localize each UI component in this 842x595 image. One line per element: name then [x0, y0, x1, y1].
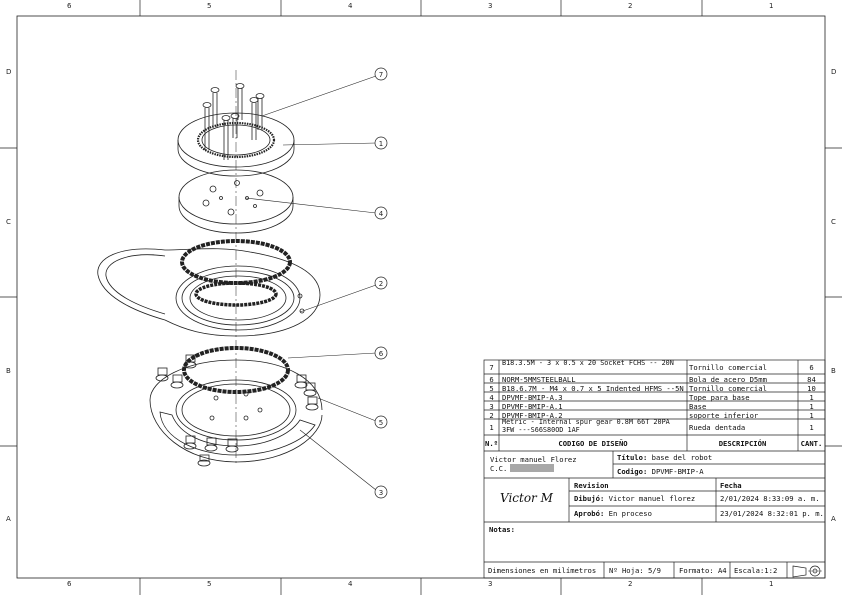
- bom-description: Bola de acero D5mm: [689, 375, 767, 384]
- scale-value: 1:2: [764, 566, 778, 575]
- bom-item-number: 7: [489, 363, 494, 372]
- bom-item-number: 3: [489, 402, 494, 411]
- bom-item-number: 6: [489, 375, 494, 384]
- zone-label-left: D: [6, 68, 12, 76]
- zone-label-top: 4: [348, 2, 353, 10]
- title-block-grid: [483, 359, 826, 579]
- bom-quantity: 10: [807, 384, 816, 393]
- bom-quantity: 6: [809, 363, 814, 372]
- zone-label-bottom: 6: [67, 580, 72, 588]
- bom-code: B18.6.7M - M4 x 0.7 x 5 Indented HFMS --…: [502, 384, 684, 393]
- bom-code: DPVMF-BMIP-A.2: [502, 411, 563, 420]
- zone-label-top: 1: [769, 2, 774, 10]
- zone-label-top: 6: [67, 2, 72, 10]
- balloons: [374, 67, 388, 499]
- lower-support: [97, 248, 321, 337]
- approval-status: En proceso: [608, 509, 652, 518]
- cc-label: C.C.: [490, 464, 508, 473]
- bom-quantity: 1: [809, 393, 814, 402]
- scale-label: Escala:: [734, 566, 765, 575]
- dibujo-label: Dibujó:: [574, 494, 605, 503]
- bom-code: Metric - Internal spur gear 0.8M 66T 20P…: [502, 419, 670, 434]
- bom-quantity: 1: [809, 411, 814, 420]
- format-label: Formato:: [679, 566, 714, 575]
- bom-header-quantity: CANT.: [800, 439, 823, 448]
- balloon-label: 3: [379, 489, 383, 497]
- balloon-label: 4: [379, 210, 384, 218]
- signature: Victor M: [500, 491, 553, 505]
- author-name: Victor manuel Florez: [490, 455, 577, 464]
- exploded-assembly: [97, 70, 377, 491]
- bom-code: NORM-5MMSTEELBALL: [502, 375, 576, 384]
- zone-label-bottom: 2: [628, 580, 633, 588]
- zone-label-left: A: [6, 515, 11, 523]
- zone-label-right: A: [831, 515, 836, 523]
- bom-code: DPVMF-BMIP-A.1: [502, 402, 563, 411]
- bom-code: B18.3.5M - 3 x 0.5 x 20 Socket FCHS -- 2…: [502, 360, 674, 367]
- bom-item-number: 2: [489, 411, 494, 420]
- drawn-by: Victor manuel florez: [608, 494, 696, 503]
- steel-ball-ring-upper: [180, 239, 292, 307]
- bom-header-code: CODIGO DE DISEÑO: [558, 439, 628, 448]
- socket-screws: [202, 83, 265, 160]
- drawn-date: 2/01/2024 8:33:09 a. m.: [720, 494, 820, 503]
- zone-label-top: 2: [628, 2, 633, 10]
- zone-label-top: 3: [488, 2, 493, 10]
- redacted-id: [510, 464, 554, 472]
- zone-label-right: C: [831, 218, 836, 226]
- zone-label-left: B: [6, 367, 11, 375]
- paper-format: A4: [717, 566, 727, 575]
- drawing-code: DPVMF-BMIP-A: [651, 467, 704, 476]
- spur-gear-ring: [177, 112, 295, 177]
- zone-label-right: D: [831, 68, 837, 76]
- bom-code: DPVMF-BMIP-A.3: [502, 393, 563, 402]
- notes-label: Notas:: [489, 525, 515, 534]
- base: [149, 359, 323, 463]
- bom-description: Tornillo comercial: [689, 363, 767, 372]
- bom-description: Tornillo comercial: [689, 384, 767, 393]
- steel-ball-ring-lower: [182, 346, 290, 394]
- titulo-label: Título:: [617, 453, 648, 462]
- bom-item-number: 5: [489, 384, 494, 393]
- bom-header-description: DESCRIPCIÓN: [718, 439, 767, 448]
- bom-quantity: 1: [809, 423, 814, 432]
- bom-quantity: 84: [807, 375, 816, 384]
- bom-description: Tope para base: [689, 393, 750, 402]
- zone-label-right: B: [831, 367, 836, 375]
- bom-header-number: N.º: [485, 439, 498, 448]
- sheet-number: 5/9: [647, 566, 661, 575]
- bom-item-number: 4: [489, 393, 494, 402]
- bom-description: soporte inferior: [689, 411, 759, 420]
- zone-label-top: 5: [207, 2, 212, 10]
- leader-lines: [245, 75, 377, 491]
- base-stop-plate: [178, 169, 294, 234]
- approval-date: 23/01/2024 8:32:01 p. m.: [720, 509, 824, 518]
- zone-label-bottom: 5: [207, 580, 212, 588]
- balloon-label: 5: [379, 419, 383, 427]
- zone-label-left: C: [6, 218, 11, 226]
- hex-screws: [155, 354, 319, 467]
- balloon-label: 7: [379, 71, 383, 79]
- balloon-label: 6: [379, 350, 384, 358]
- zone-label-bottom: 3: [488, 580, 493, 588]
- balloon-label: 2: [379, 280, 383, 288]
- projection-symbol-icon: [792, 565, 822, 578]
- zone-label-bottom: 1: [769, 580, 774, 588]
- bom-item-number: 1: [489, 423, 494, 432]
- sheet-label: Nº Hoja:: [609, 566, 644, 575]
- balloon-label: 1: [379, 140, 383, 148]
- zone-label-bottom: 4: [348, 580, 353, 588]
- bom-quantity: 1: [809, 402, 814, 411]
- fecha-label: Fecha: [720, 481, 742, 490]
- revision-label: Revision: [574, 481, 609, 490]
- drawing-title: base del robot: [651, 453, 713, 462]
- units-note: Dimensiones en milímetros: [488, 566, 597, 575]
- bom-description: Rueda dentada: [689, 423, 746, 432]
- aprobo-label: Aprobó:: [574, 509, 605, 518]
- bom-description: Base: [689, 402, 707, 411]
- codigo-label: Codigo:: [617, 467, 648, 476]
